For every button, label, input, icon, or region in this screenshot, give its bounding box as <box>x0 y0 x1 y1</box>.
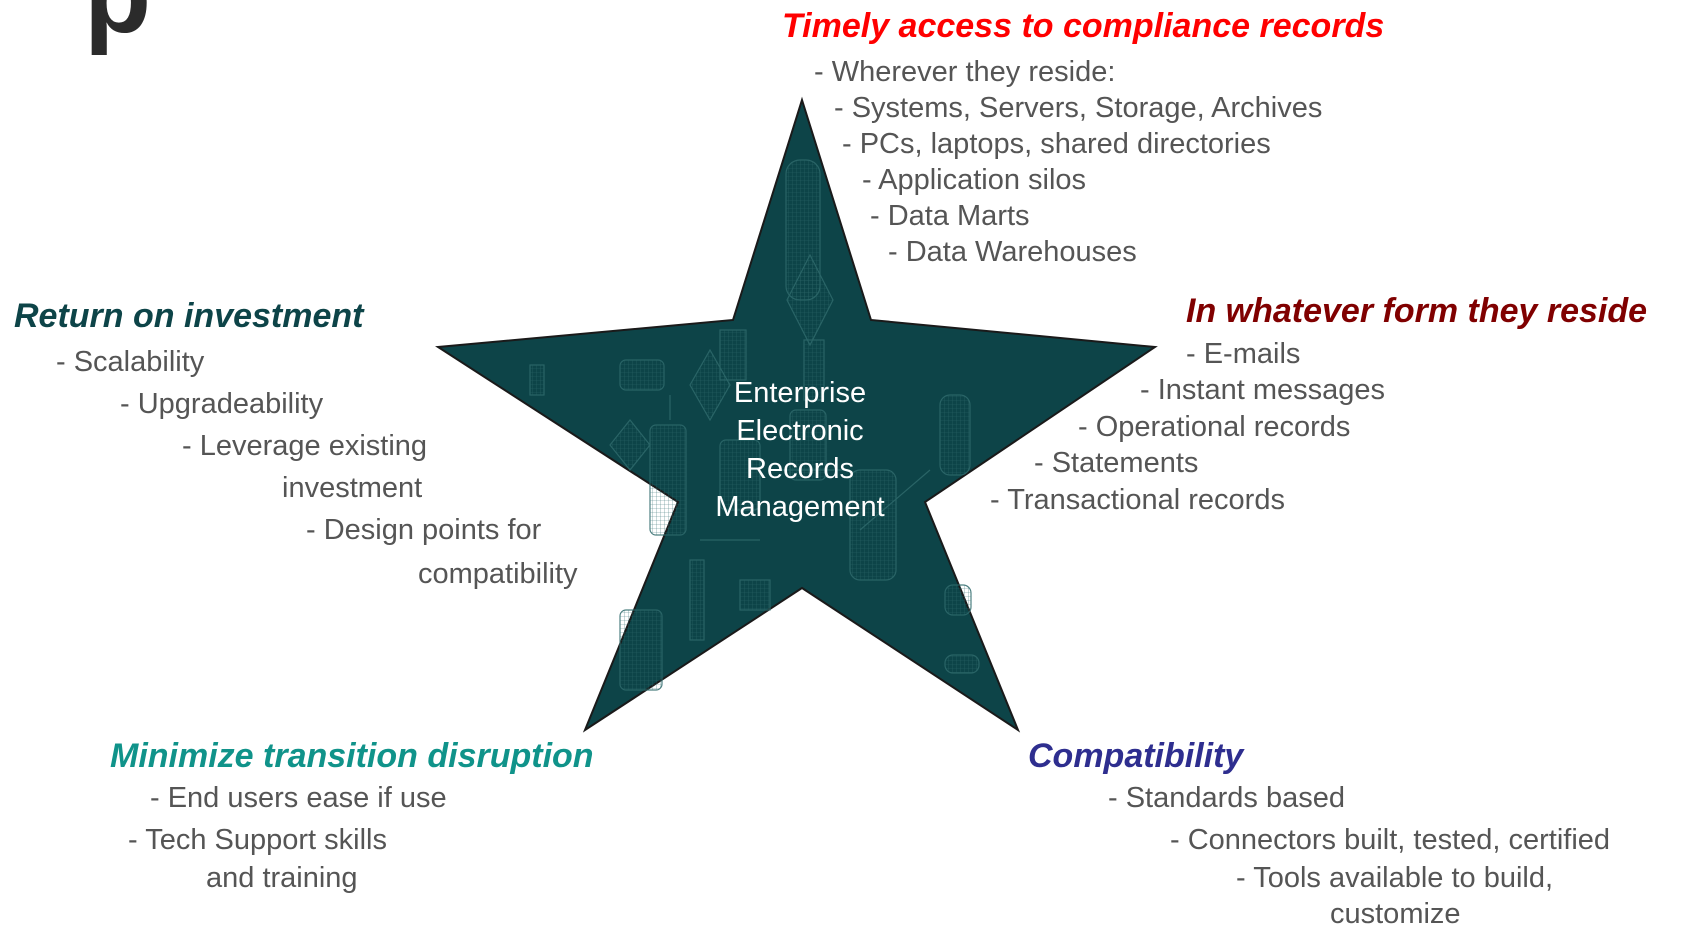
roi-line: - Scalability <box>56 346 205 378</box>
roi-line: investment <box>282 472 423 504</box>
compat-line: customize <box>1330 898 1461 930</box>
form-line: - Instant messages <box>1140 374 1385 406</box>
roi-line: - Upgradeability <box>120 388 324 420</box>
timely-line: - Data Warehouses <box>888 236 1137 268</box>
timely-line: - PCs, laptops, shared directories <box>842 128 1271 160</box>
roi-line: - Leverage existing <box>182 430 428 462</box>
star-label-line: Management <box>715 491 885 523</box>
minimize-line: - End users ease if use <box>150 782 447 814</box>
form-line: - E-mails <box>1186 338 1301 370</box>
form-line: - Operational records <box>1078 411 1351 443</box>
minimize-heading: Minimize transition disruption <box>110 737 594 775</box>
form-line: - Statements <box>1034 447 1199 479</box>
compat-line: - Tools available to build, <box>1236 862 1554 894</box>
star-background-diagram <box>529 159 980 691</box>
page-title-fragment: p <box>84 0 151 50</box>
star-label-line: Records <box>746 453 854 485</box>
timely-line: - Wherever they reside: <box>814 56 1116 88</box>
roi-line: compatibility <box>418 558 578 590</box>
form-line: - Transactional records <box>990 484 1285 516</box>
timely-line: - Data Marts <box>870 200 1030 232</box>
compat-line: - Standards based <box>1108 782 1345 814</box>
timely-line: - Application silos <box>862 164 1087 196</box>
compat-line: - Connectors built, tested, certified <box>1170 824 1611 856</box>
compat-heading: Compatibility <box>1028 737 1244 775</box>
star-label-line: Electronic <box>736 415 864 447</box>
timely-heading: Timely access to compliance records <box>782 7 1385 45</box>
star-label-line: Enterprise <box>733 377 867 409</box>
timely-line: - Systems, Servers, Storage, Archives <box>834 92 1323 124</box>
form-heading: In whatever form they reside <box>1186 292 1648 330</box>
star-center-label: Enterprise Electronic Records Management <box>680 374 920 526</box>
minimize-line: - Tech Support skills <box>128 824 387 856</box>
roi-line: - Design points for <box>306 514 542 546</box>
minimize-line: and training <box>206 862 358 894</box>
roi-heading: Return on investment <box>14 297 364 335</box>
